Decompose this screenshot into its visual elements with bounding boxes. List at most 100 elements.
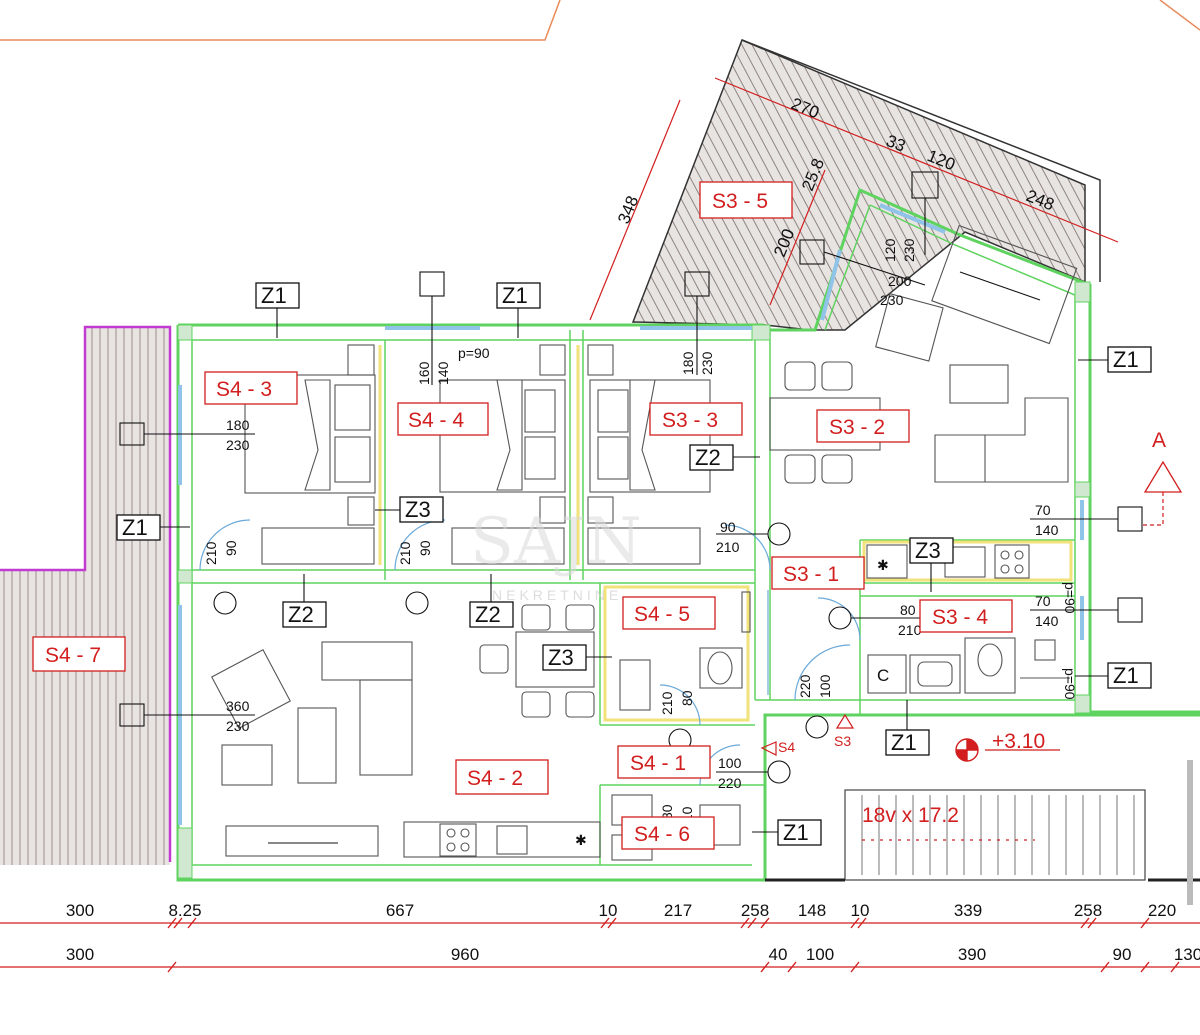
z1-tag: Z1 bbox=[752, 819, 822, 846]
terrace-s4-7 bbox=[0, 325, 172, 865]
room-label-s3-1: S3 - 1 bbox=[771, 556, 865, 590]
dimension-tick bbox=[600, 917, 610, 929]
furniture-bedroom-s3-3 bbox=[587, 344, 711, 565]
dimension-value: 667 bbox=[386, 901, 414, 920]
dimension-tick bbox=[1140, 961, 1150, 973]
furniture-living-s3-2 bbox=[769, 224, 1078, 484]
svg-text:Z2: Z2 bbox=[475, 602, 501, 627]
dimension-tick bbox=[850, 961, 860, 973]
z1-tag: Z1 bbox=[116, 514, 190, 541]
svg-text:230: 230 bbox=[880, 292, 904, 308]
svg-text:230: 230 bbox=[226, 437, 250, 453]
dimension-tick bbox=[760, 917, 770, 929]
dimension-value: 960 bbox=[451, 945, 479, 964]
dimension-tick bbox=[167, 961, 177, 973]
room-label-s3-3: S3 - 3 bbox=[649, 402, 743, 436]
svg-text:Z3: Z3 bbox=[405, 497, 431, 522]
dimension-tick bbox=[787, 961, 797, 973]
dimension-value: 10 bbox=[599, 901, 618, 920]
svg-text:S4 - 6: S4 - 6 bbox=[634, 823, 690, 846]
dimension-value: 40 bbox=[769, 945, 788, 964]
room-label-s3-5: S3 - 5 bbox=[699, 181, 793, 219]
svg-text:S3 - 3: S3 - 3 bbox=[662, 409, 718, 432]
svg-text:140: 140 bbox=[1035, 522, 1059, 538]
dimension-tick bbox=[173, 917, 183, 929]
dimension-tick bbox=[607, 917, 617, 929]
staircase: 18v x 17.2 bbox=[844, 789, 1146, 881]
svg-text:Z1: Z1 bbox=[502, 283, 528, 308]
svg-text:348: 348 bbox=[614, 193, 642, 226]
z2-tag: Z2 bbox=[689, 444, 760, 471]
dimension-tick bbox=[747, 917, 757, 929]
svg-text:220: 220 bbox=[718, 775, 742, 791]
dimension-value: 258 bbox=[741, 901, 769, 920]
dimension-value: 390 bbox=[958, 945, 986, 964]
svg-text:Z1: Z1 bbox=[122, 515, 148, 540]
svg-text:S4 - 1: S4 - 1 bbox=[630, 752, 686, 775]
z1-tag: Z1 bbox=[496, 282, 541, 338]
room-label-s4-5: S4 - 5 bbox=[622, 596, 716, 630]
svg-text:✱: ✱ bbox=[575, 832, 587, 848]
dimension-tick bbox=[1170, 961, 1180, 973]
door-marker-s3: S3 bbox=[834, 733, 851, 749]
dimension-tick bbox=[760, 961, 770, 973]
dimension-tick bbox=[740, 917, 750, 929]
room-label-s4-3: S4 - 3 bbox=[204, 371, 298, 405]
dimension-value: 300 bbox=[66, 945, 94, 964]
svg-text:80: 80 bbox=[679, 690, 695, 706]
dimension-value: 8.25 bbox=[168, 901, 201, 920]
z1-tag: Z1 bbox=[885, 700, 930, 756]
svg-text:S3 - 2: S3 - 2 bbox=[829, 416, 885, 439]
svg-text:80: 80 bbox=[659, 804, 675, 820]
svg-text:Z2: Z2 bbox=[695, 445, 721, 470]
room-label-s4-4: S4 - 4 bbox=[397, 402, 489, 436]
dimension-value: 217 bbox=[664, 901, 692, 920]
svg-text:140: 140 bbox=[1035, 613, 1059, 629]
svg-text:140: 140 bbox=[435, 361, 451, 385]
svg-text:S4 - 4: S4 - 4 bbox=[408, 409, 464, 432]
dimension-tick bbox=[187, 917, 197, 929]
dimension-value: 300 bbox=[66, 901, 94, 920]
z2-tag: Z2 bbox=[282, 574, 327, 628]
svg-text:p=90: p=90 bbox=[458, 345, 490, 361]
svg-text:230: 230 bbox=[226, 718, 250, 734]
z1-tag: Z1 bbox=[255, 282, 300, 338]
windows bbox=[178, 203, 1084, 825]
svg-text:160: 160 bbox=[416, 361, 432, 385]
svg-text:210: 210 bbox=[898, 622, 922, 638]
svg-text:90: 90 bbox=[417, 540, 433, 556]
watermark-sub: NEKRETNINE bbox=[492, 587, 622, 603]
svg-text:70: 70 bbox=[1035, 502, 1051, 518]
room-label-s3-4: S3 - 4 bbox=[919, 599, 1013, 633]
svg-text:p=90: p=90 bbox=[1062, 582, 1078, 614]
svg-text:Z1: Z1 bbox=[1113, 663, 1139, 688]
svg-text:A: A bbox=[1152, 429, 1166, 452]
svg-text:100: 100 bbox=[817, 674, 833, 698]
site-boundary bbox=[0, 0, 561, 41]
door-marker-s4: S4 bbox=[778, 739, 795, 755]
svg-text:Z3: Z3 bbox=[915, 538, 941, 563]
svg-text:C: C bbox=[877, 666, 889, 685]
svg-text:Z1: Z1 bbox=[783, 820, 809, 845]
svg-text:+3.10: +3.10 bbox=[992, 730, 1045, 753]
svg-text:230: 230 bbox=[901, 238, 917, 262]
z2-tag: Z2 bbox=[469, 574, 514, 628]
svg-text:S3 - 1: S3 - 1 bbox=[783, 563, 839, 586]
furniture-kitchen-s3-1: ✱ bbox=[866, 544, 1030, 579]
dimension-tick bbox=[1087, 917, 1097, 929]
svg-text:80: 80 bbox=[900, 602, 916, 618]
opening-annotations: 180 230 160 140 p=90 180 230 120 230 200… bbox=[119, 171, 1143, 830]
z3-tag: Z3 bbox=[542, 644, 612, 671]
dimension-tick bbox=[857, 917, 867, 929]
furniture-bath-s3-4: C bbox=[867, 637, 1070, 694]
svg-text:220: 220 bbox=[797, 674, 813, 698]
svg-text:Z1: Z1 bbox=[891, 730, 917, 755]
dimension-value: 339 bbox=[954, 901, 982, 920]
dimension-tick bbox=[167, 917, 177, 929]
z1-tag: Z1 bbox=[1075, 662, 1152, 689]
furniture-living-s4-2: ✱ bbox=[211, 604, 601, 858]
dimension-tick bbox=[850, 917, 860, 929]
